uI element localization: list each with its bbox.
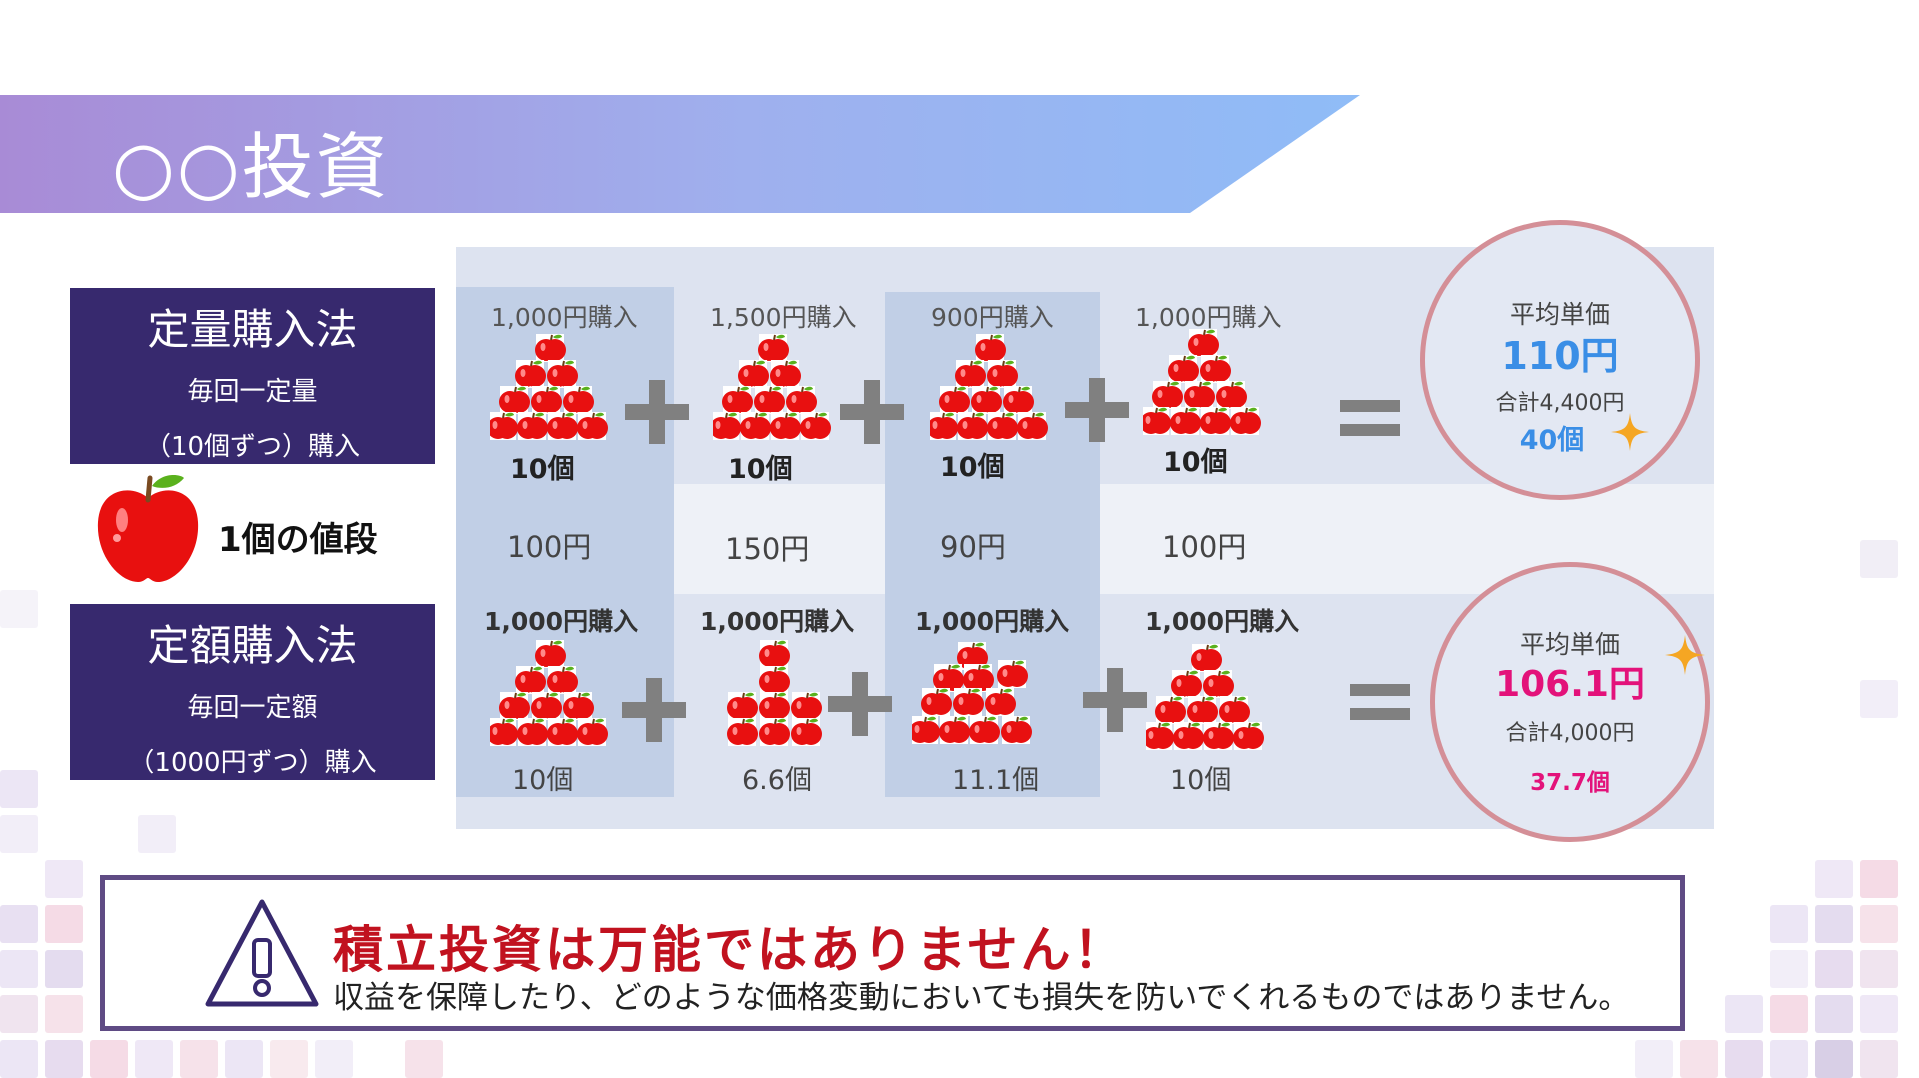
result-circle-bottom: 平均単価 106.1円 合計4,000円 37.7個 bbox=[1430, 562, 1710, 842]
bottom-purchase-3: 1,000円購入 bbox=[915, 607, 1070, 636]
warning-title: 積立投資は万能ではありません！ bbox=[333, 921, 1127, 979]
fixed-amount-title: 定額購入法 bbox=[147, 621, 358, 670]
unit-price-3: 90円 bbox=[940, 530, 1006, 564]
total-count: 37.7個 bbox=[1530, 770, 1610, 796]
bottom-purchase-4: 1,000円購入 bbox=[1145, 607, 1300, 636]
total-amount: 合計4,400円 bbox=[1495, 391, 1625, 416]
apple-pile-icon bbox=[716, 636, 836, 748]
bottom-purchase-1: 1,000円購入 bbox=[484, 607, 639, 636]
fixed-amount-label-box: 定額購入法 毎回一定額 （1000円ずつ）購入 bbox=[70, 604, 435, 780]
page-title: ○○投資 bbox=[112, 125, 390, 209]
avg-price-value: 106.1円 bbox=[1495, 664, 1645, 705]
apple-pile-icon bbox=[713, 330, 833, 442]
avg-price-label: 平均単価 bbox=[1509, 300, 1610, 329]
apple-pile-icon bbox=[490, 636, 610, 748]
apple-pile-icon bbox=[912, 642, 1036, 750]
header-banner bbox=[0, 95, 1360, 213]
fixed-quantity-line1: 毎回一定量 bbox=[187, 377, 318, 407]
unit-price-label: 1個の値段 bbox=[218, 520, 378, 560]
apple-pile-icon bbox=[1146, 640, 1266, 752]
top-count-1: 10個 bbox=[510, 454, 575, 485]
plus-icon bbox=[622, 678, 686, 742]
bottom-count-4: 10個 bbox=[1170, 765, 1232, 796]
top-count-4: 10個 bbox=[1163, 447, 1228, 478]
warning-box: 積立投資は万能ではありません！ 収益を保障したり、どのような価格変動においても損… bbox=[100, 875, 1685, 1031]
bottom-count-3: 11.1個 bbox=[952, 765, 1040, 796]
top-purchase-2: 1,500円購入 bbox=[710, 303, 857, 332]
total-amount: 合計4,000円 bbox=[1505, 721, 1635, 746]
bottom-count-2: 6.6個 bbox=[742, 765, 812, 796]
apple-pile-icon bbox=[930, 330, 1050, 442]
sparkle-icon bbox=[1611, 413, 1649, 451]
sparkle-icon bbox=[1665, 635, 1705, 675]
equals-icon bbox=[1340, 400, 1400, 436]
equals-icon bbox=[1350, 684, 1410, 720]
fixed-amount-line2: （1000円ずつ）購入 bbox=[128, 748, 377, 778]
unit-price-1: 100円 bbox=[507, 530, 592, 564]
fixed-quantity-label-box: 定量購入法 毎回一定量 （10個ずつ）購入 bbox=[70, 288, 435, 464]
fixed-quantity-title: 定量購入法 bbox=[147, 305, 358, 354]
plus-icon bbox=[625, 380, 689, 444]
plus-icon bbox=[1083, 668, 1147, 732]
avg-price-label: 平均単価 bbox=[1519, 630, 1620, 659]
avg-price-value: 110円 bbox=[1501, 334, 1619, 378]
top-purchase-1: 1,000円購入 bbox=[491, 303, 638, 332]
apple-icon bbox=[97, 475, 199, 582]
top-count-2: 10個 bbox=[728, 454, 793, 485]
plus-icon bbox=[1065, 378, 1129, 442]
apple-pile-icon bbox=[490, 330, 610, 442]
result-circle-top: 平均単価 110円 合計4,400円 40個 bbox=[1420, 220, 1700, 500]
warning-body: 収益を保障したり、どのような価格変動においても損失を防いでくれるものではありませ… bbox=[333, 980, 1630, 1016]
fixed-amount-line1: 毎回一定額 bbox=[187, 693, 318, 723]
bottom-purchase-2: 1,000円購入 bbox=[700, 607, 855, 636]
fixed-quantity-line2: （10個ずつ）購入 bbox=[144, 432, 361, 462]
plus-icon bbox=[840, 380, 904, 444]
unit-price-4: 100円 bbox=[1162, 530, 1247, 564]
plus-icon bbox=[828, 672, 892, 736]
apple-pile-icon bbox=[1143, 325, 1263, 437]
total-count: 40個 bbox=[1519, 425, 1585, 456]
top-purchase-3: 900円購入 bbox=[931, 303, 1054, 332]
warning-icon bbox=[205, 899, 319, 1007]
top-purchase-4: 1,000円購入 bbox=[1135, 303, 1282, 332]
unit-price-2: 150円 bbox=[725, 532, 810, 566]
top-count-3: 10個 bbox=[940, 452, 1005, 483]
bottom-count-1: 10個 bbox=[512, 765, 574, 796]
